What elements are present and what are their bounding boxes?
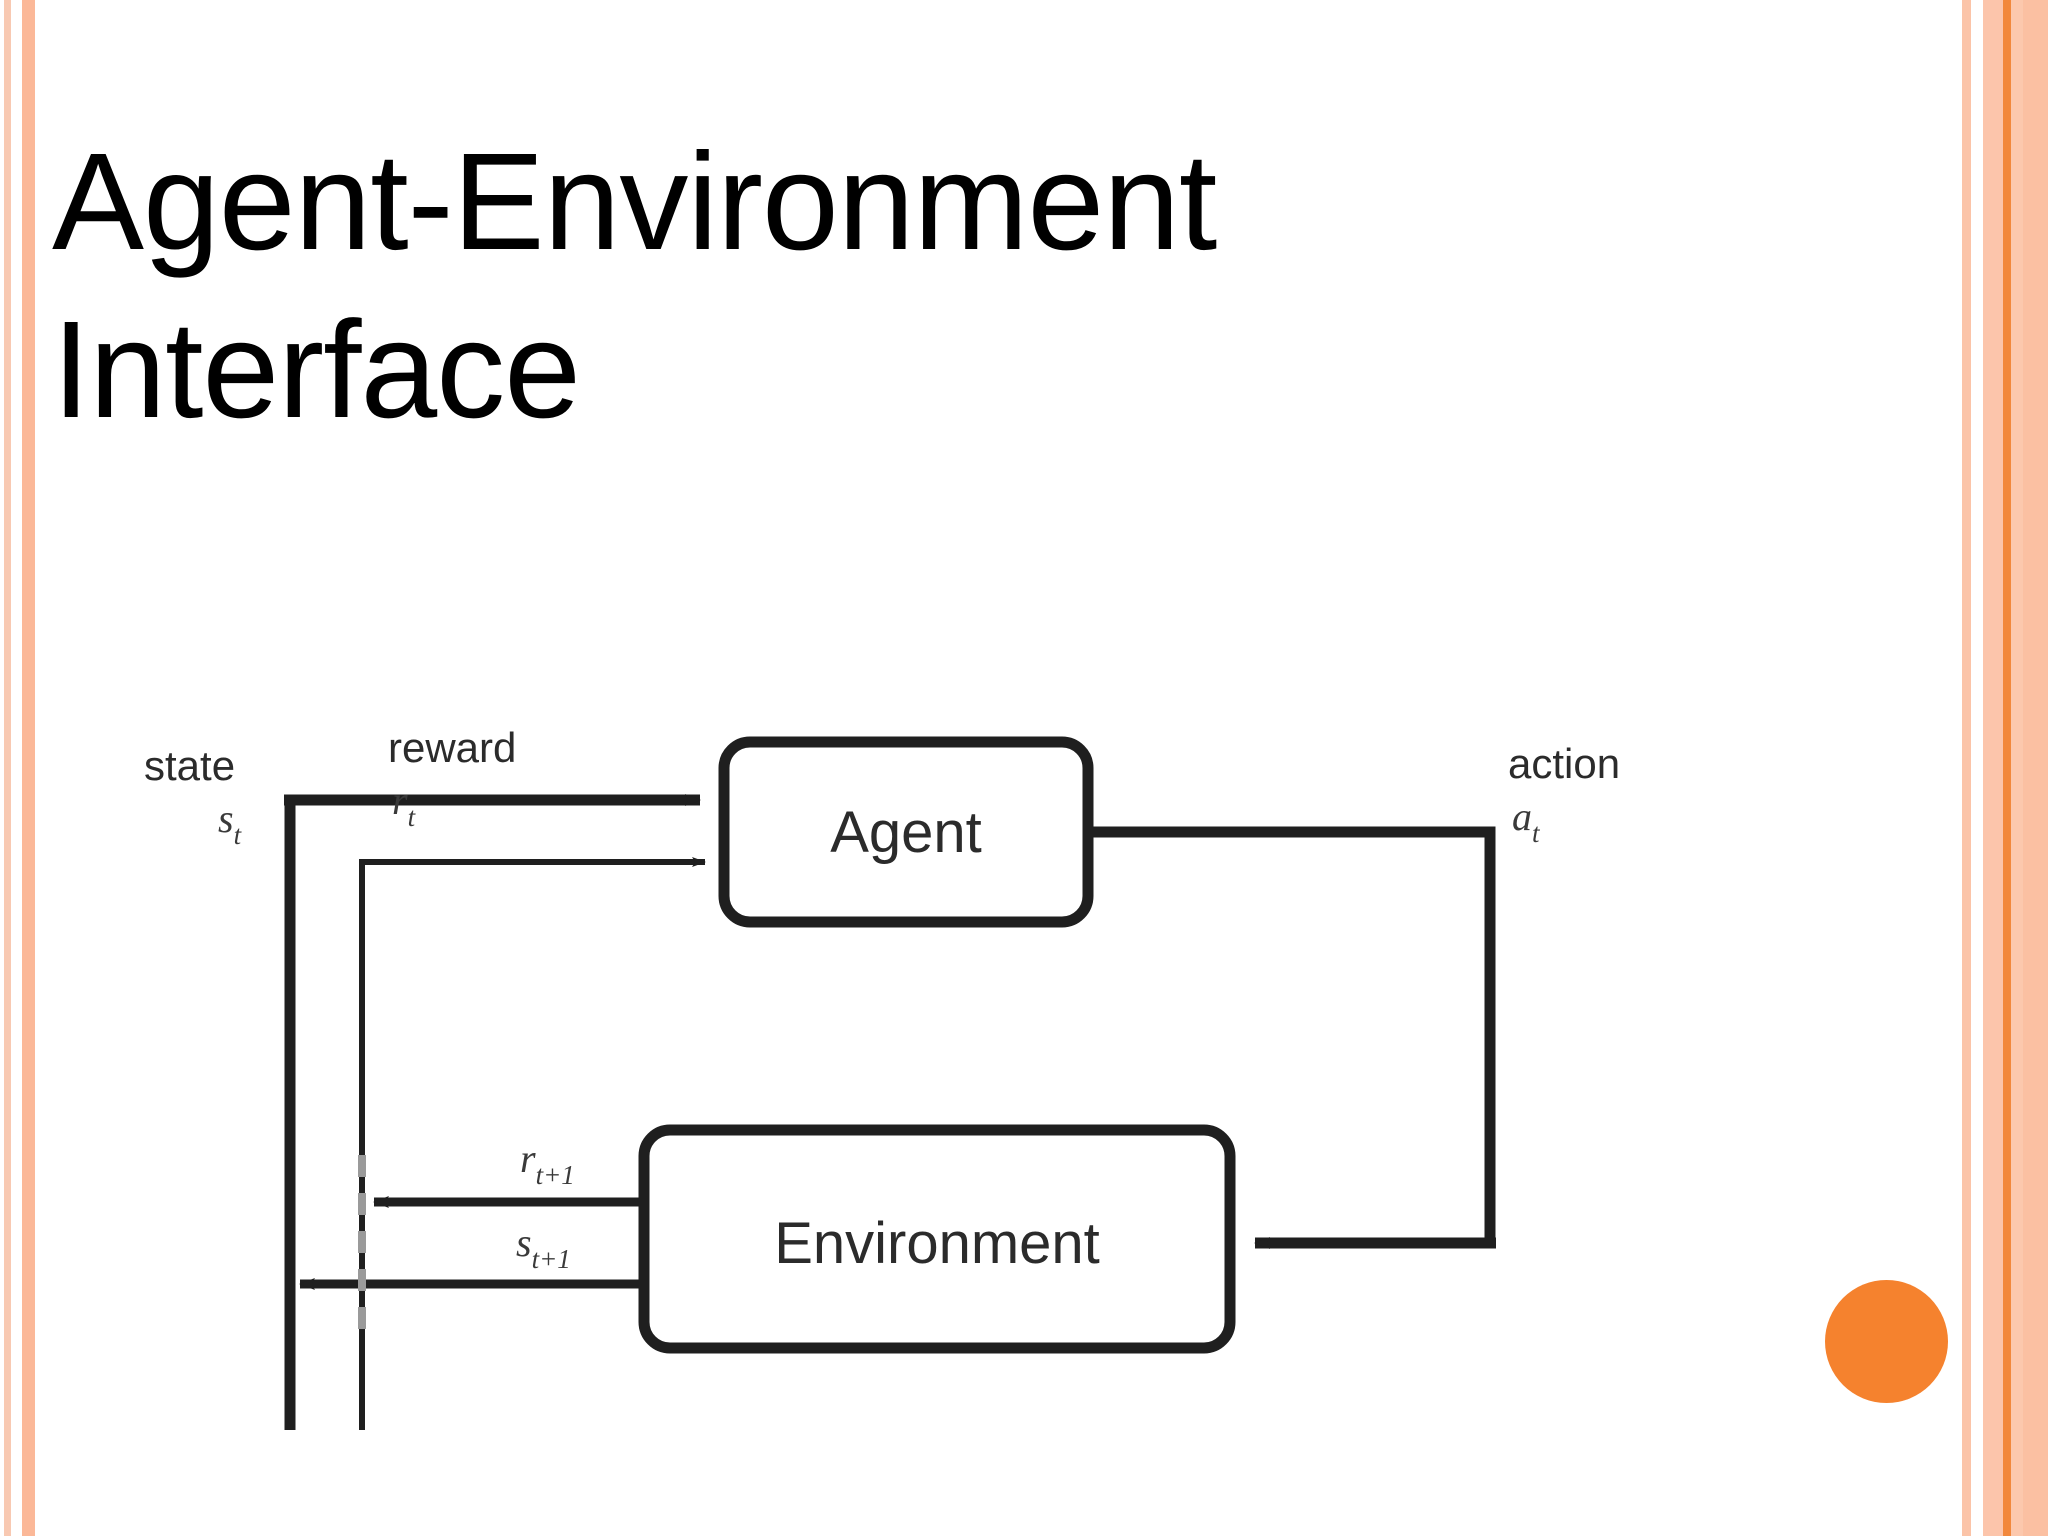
bullet-circle-icon: [1825, 1280, 1948, 1403]
right-stripe-1: [1962, 0, 1971, 1536]
node-agent[interactable]: Agent: [718, 736, 1094, 928]
agent-environment-diagram: Agent Environment: [0, 690, 2048, 1430]
edge-reward: [359, 857, 706, 1430]
right-stripe-5: [2023, 0, 2048, 1536]
node-environment[interactable]: Environment: [638, 1124, 1236, 1354]
action-symbol: at: [1512, 794, 1541, 848]
label-reward: reward rt: [388, 724, 516, 832]
reward-label-text: reward: [388, 724, 516, 771]
right-stripe-accent: [2003, 0, 2011, 1536]
action-label-text: action: [1508, 740, 1620, 787]
reward-symbol: rt: [392, 778, 417, 832]
label-action: action at: [1508, 740, 1620, 848]
state-label-text: state: [144, 742, 235, 789]
left-stripe-outer: [22, 0, 35, 1536]
right-stripe-4: [2011, 0, 2023, 1536]
state-next-symbol: st+1: [516, 1220, 571, 1274]
edge-state: [284, 794, 701, 1430]
right-stripe-2: [1983, 0, 2003, 1536]
label-reward-next: rt+1: [520, 1136, 575, 1190]
label-state: state st: [144, 742, 243, 850]
page-title: Agent-Environment Interface: [52, 125, 1217, 448]
diagram-svg: Agent Environment: [144, 724, 1620, 1430]
environment-box[interactable]: [638, 1124, 1236, 1354]
agent-box-label: Agent: [830, 800, 982, 865]
edge-action: [1088, 826, 1496, 1249]
environment-box-label: Environment: [774, 1211, 1100, 1276]
state-symbol: st: [218, 796, 243, 850]
label-state-next: st+1: [516, 1220, 571, 1274]
left-stripe-inner: [4, 0, 11, 1536]
reward-next-symbol: rt+1: [520, 1136, 575, 1190]
